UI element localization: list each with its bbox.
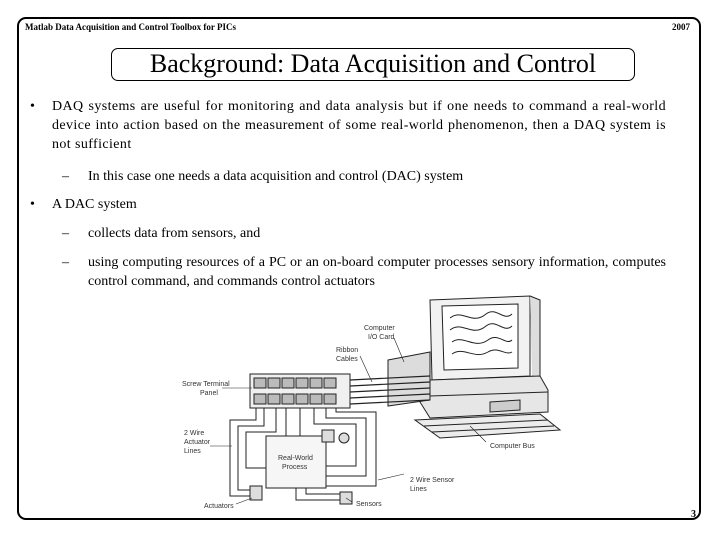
process-box — [265, 435, 327, 489]
label-lines: Lines — [184, 448, 201, 455]
label-io-card: I/O Card — [368, 334, 395, 341]
keyboard-illustration — [413, 413, 562, 439]
bullet-dac-system: A DAC system — [52, 197, 137, 212]
label-real-world: Real-World — [278, 455, 313, 462]
ribbon-cables-illustration — [349, 375, 431, 405]
label-process: Process — [282, 464, 308, 471]
wire-lines-illustration — [229, 408, 377, 501]
label-2-wire: 2 Wire — [184, 430, 204, 437]
monitor-illustration — [429, 295, 541, 381]
leader-lines — [210, 337, 487, 505]
label-sensor-lines: Lines — [410, 486, 427, 493]
dash-mark: – — [62, 255, 69, 270]
slide-frame — [17, 17, 701, 520]
label-panel: Panel — [200, 390, 218, 397]
bullet-mark: • — [30, 197, 35, 212]
label-screw-terminal: Screw Terminal — [182, 381, 230, 388]
header-year: 2007 — [672, 22, 690, 32]
label-computer: Computer — [364, 325, 395, 332]
label-actuator: Actuator — [184, 439, 211, 446]
dash-mark: – — [62, 169, 69, 184]
label-cables: Cables — [336, 356, 358, 363]
header-left: Matlab Data Acquisition and Control Tool… — [25, 22, 236, 32]
label-actuators: Actuators — [204, 503, 234, 510]
dash-mark: – — [62, 226, 69, 241]
bullet-daq-systems: DAQ systems are useful for monitoring an… — [52, 99, 666, 152]
computer-case-illustration — [419, 375, 549, 419]
label-ribbon: Ribbon — [336, 347, 358, 354]
page-number: 3 — [691, 509, 696, 520]
screw-terminal-panel-illustration — [249, 373, 351, 409]
label-computer-bus: Computer Bus — [490, 443, 535, 450]
bullet-mark: • — [30, 99, 35, 114]
slide-title: Background: Data Acquisition and Control — [111, 48, 635, 81]
subbullet-computing-resources: using computing resources of a PC or an … — [88, 255, 666, 289]
subbullet-collects-data: collects data from sensors, and — [88, 226, 261, 241]
label-2-wire-sensor: 2 Wire Sensor — [410, 477, 455, 484]
label-sensors: Sensors — [356, 501, 382, 508]
subbullet-dac-needed: In this case one needs a data acquisitio… — [88, 169, 464, 184]
io-card-illustration — [387, 351, 431, 407]
